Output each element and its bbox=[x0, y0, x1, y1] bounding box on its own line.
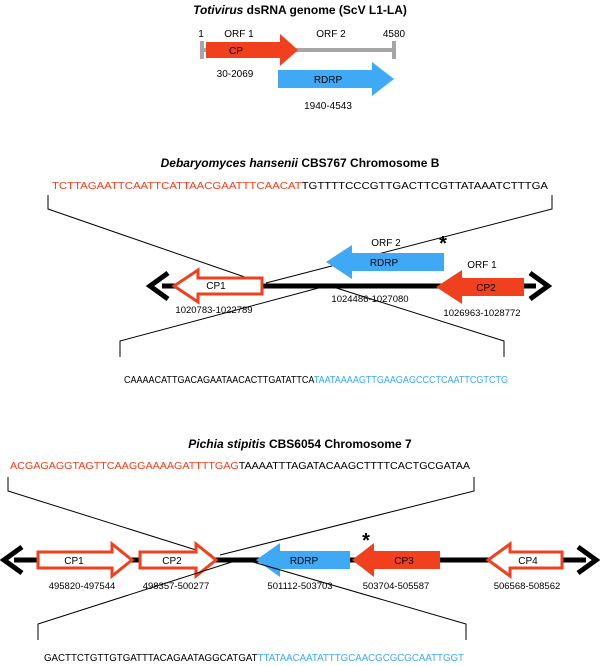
panel1-end-pos: 4580 bbox=[383, 29, 406, 40]
panel2-seq-bottom-black: CAAAACATTGACAGAATAACACTTGATATTCA bbox=[124, 375, 315, 386]
panel3-seq-bottom-blue: TTATAACAATATTTGCAACGCGCGCAATTGGT bbox=[258, 653, 464, 664]
panel-debaryomyces: Debaryomyces hansenii CBS767 Chromosome … bbox=[47, 156, 553, 386]
panel3-chromosome-right-arrowhead bbox=[576, 544, 600, 576]
panel2-cp1-arrow bbox=[171, 267, 264, 305]
panel3-seq-bottom-black: GACTTCTGTTGTGATTTACAGAATAGGCATGAT bbox=[44, 653, 258, 664]
panel2-title-rest: CBS767 Chromosome B bbox=[298, 156, 440, 170]
panel2-chromosome-left-arrowhead bbox=[145, 270, 170, 302]
panel2-seq-top-red: TCTTAGAATTCAATTCATTAACGAATTTCAACAT bbox=[52, 181, 302, 192]
panel2-seq-bottom: CAAAACATTGACAGAATAACACTTGATATTCATAATAAAA… bbox=[124, 375, 508, 386]
panel2-chromosome-right-arrowhead bbox=[528, 270, 553, 302]
panel3-cp1-label: CP1 bbox=[64, 556, 84, 567]
panel2-title: Debaryomyces hansenii CBS767 Chromosome … bbox=[161, 156, 440, 170]
panel1-orf1-label: ORF 1 bbox=[224, 29, 254, 40]
panel2-orf2-label: ORF 2 bbox=[371, 238, 401, 249]
panel1-orf2-label: ORF 2 bbox=[316, 29, 346, 40]
panel1-rdrp-label: RDRP bbox=[314, 75, 343, 86]
panel1-title: Totivirus dsRNA genome (ScV L1-LA) bbox=[193, 3, 407, 17]
panel2-rdrp-arrow bbox=[326, 245, 444, 279]
panel1-title-italic: Totivirus bbox=[193, 3, 244, 17]
panel2-cp2-arrow bbox=[436, 270, 524, 304]
panel-totivirus: Totivirus dsRNA genome (ScV L1-LA) 1 458… bbox=[193, 3, 407, 112]
panel3-cp4-label: CP4 bbox=[518, 556, 538, 567]
panel2-cp1-label: CP1 bbox=[206, 281, 226, 292]
panel2-seq-top-black: TGTTTTCCCGTTGACTTCGTTATAAATCTTTGA bbox=[302, 181, 549, 192]
panel3-seq-top-red: ACGAGAGGTAGTTCAAGGAAAAGATTTTGAG bbox=[10, 461, 239, 472]
panel3-connector-bottom-left bbox=[37, 559, 239, 640]
panel3-cp4-range: 506568-508562 bbox=[494, 581, 561, 592]
panel3-cp1-range: 495820-497544 bbox=[49, 581, 116, 592]
panel3-asterisk: * bbox=[362, 530, 370, 552]
panel3-cp4-arrow bbox=[485, 541, 564, 579]
panel3-cp1-arrow bbox=[36, 540, 135, 580]
panel2-connector-bottom-left bbox=[119, 285, 327, 357]
panel3-connector-bottom-right bbox=[245, 559, 467, 640]
panel3-cp3-range: 503704-505587 bbox=[363, 581, 430, 592]
panel2-cp2-range: 1026963-1028772 bbox=[443, 308, 520, 319]
panel3-seq-bottom: GACTTCTGTTGTGATTTACAGAATAGGCATGATTTATAAC… bbox=[44, 653, 464, 664]
panel2-cp1-range: 1020783-1022789 bbox=[175, 305, 252, 316]
panel3-cp2-arrow bbox=[138, 540, 219, 580]
panel1-rdrp-range: 1940-4543 bbox=[304, 101, 352, 112]
panel3-rdrp-label: RDRP bbox=[290, 556, 319, 567]
panel3-connector-top-left bbox=[7, 477, 213, 556]
panel3-chromosome-left-arrowhead bbox=[0, 544, 24, 576]
panel3-seq-top-black: TAAAATTTAGATACAAGCTTTTCACTGCGATAA bbox=[239, 461, 471, 472]
panel3-title-italic: Pichia stipitis bbox=[188, 437, 266, 451]
panel3-connector-top-right bbox=[219, 477, 475, 556]
panel2-rdrp-range: 1024486-1027080 bbox=[331, 294, 408, 305]
panel2-asterisk: * bbox=[439, 233, 447, 255]
panel3-rdrp-arrow bbox=[256, 543, 350, 577]
panel1-title-rest: dsRNA genome (ScV L1-LA) bbox=[243, 3, 407, 17]
panel2-connector-bottom-right bbox=[329, 285, 505, 357]
panel1-cp-range: 30-2069 bbox=[217, 69, 254, 80]
panel2-seq-bottom-blue: TAATAAAAGTTGAAGAGCCCTCAATTCGTCTG bbox=[314, 375, 508, 386]
panel1-cp-arrow bbox=[206, 34, 298, 66]
panel2-title-italic: Debaryomyces hansenii bbox=[161, 156, 299, 170]
panel1-rdrp-arrow bbox=[278, 62, 394, 96]
panel3-cp3-arrow bbox=[352, 543, 440, 577]
panel2-rdrp-label: RDRP bbox=[370, 258, 399, 269]
panel3-cp2-label: CP2 bbox=[162, 556, 182, 567]
panel1-cp-label: CP bbox=[229, 46, 243, 57]
panel3-title-rest: CBS6054 Chromosome 7 bbox=[266, 437, 412, 451]
panel3-rdrp-range: 501112-503703 bbox=[267, 581, 332, 592]
panel2-connector-top-left bbox=[47, 195, 263, 284]
panel2-orf1-label: ORF 1 bbox=[467, 260, 497, 271]
panel3-title: Pichia stipitis CBS6054 Chromosome 7 bbox=[188, 437, 412, 451]
panel3-cp3-label: CP3 bbox=[394, 556, 414, 567]
panel-pichia: Pichia stipitis CBS6054 Chromosome 7 ACG… bbox=[0, 437, 600, 664]
panel2-cp2-label: CP2 bbox=[476, 283, 496, 294]
panel1-start-pos: 1 bbox=[198, 29, 204, 40]
panel3-cp2-range: 498357-500277 bbox=[143, 581, 210, 592]
